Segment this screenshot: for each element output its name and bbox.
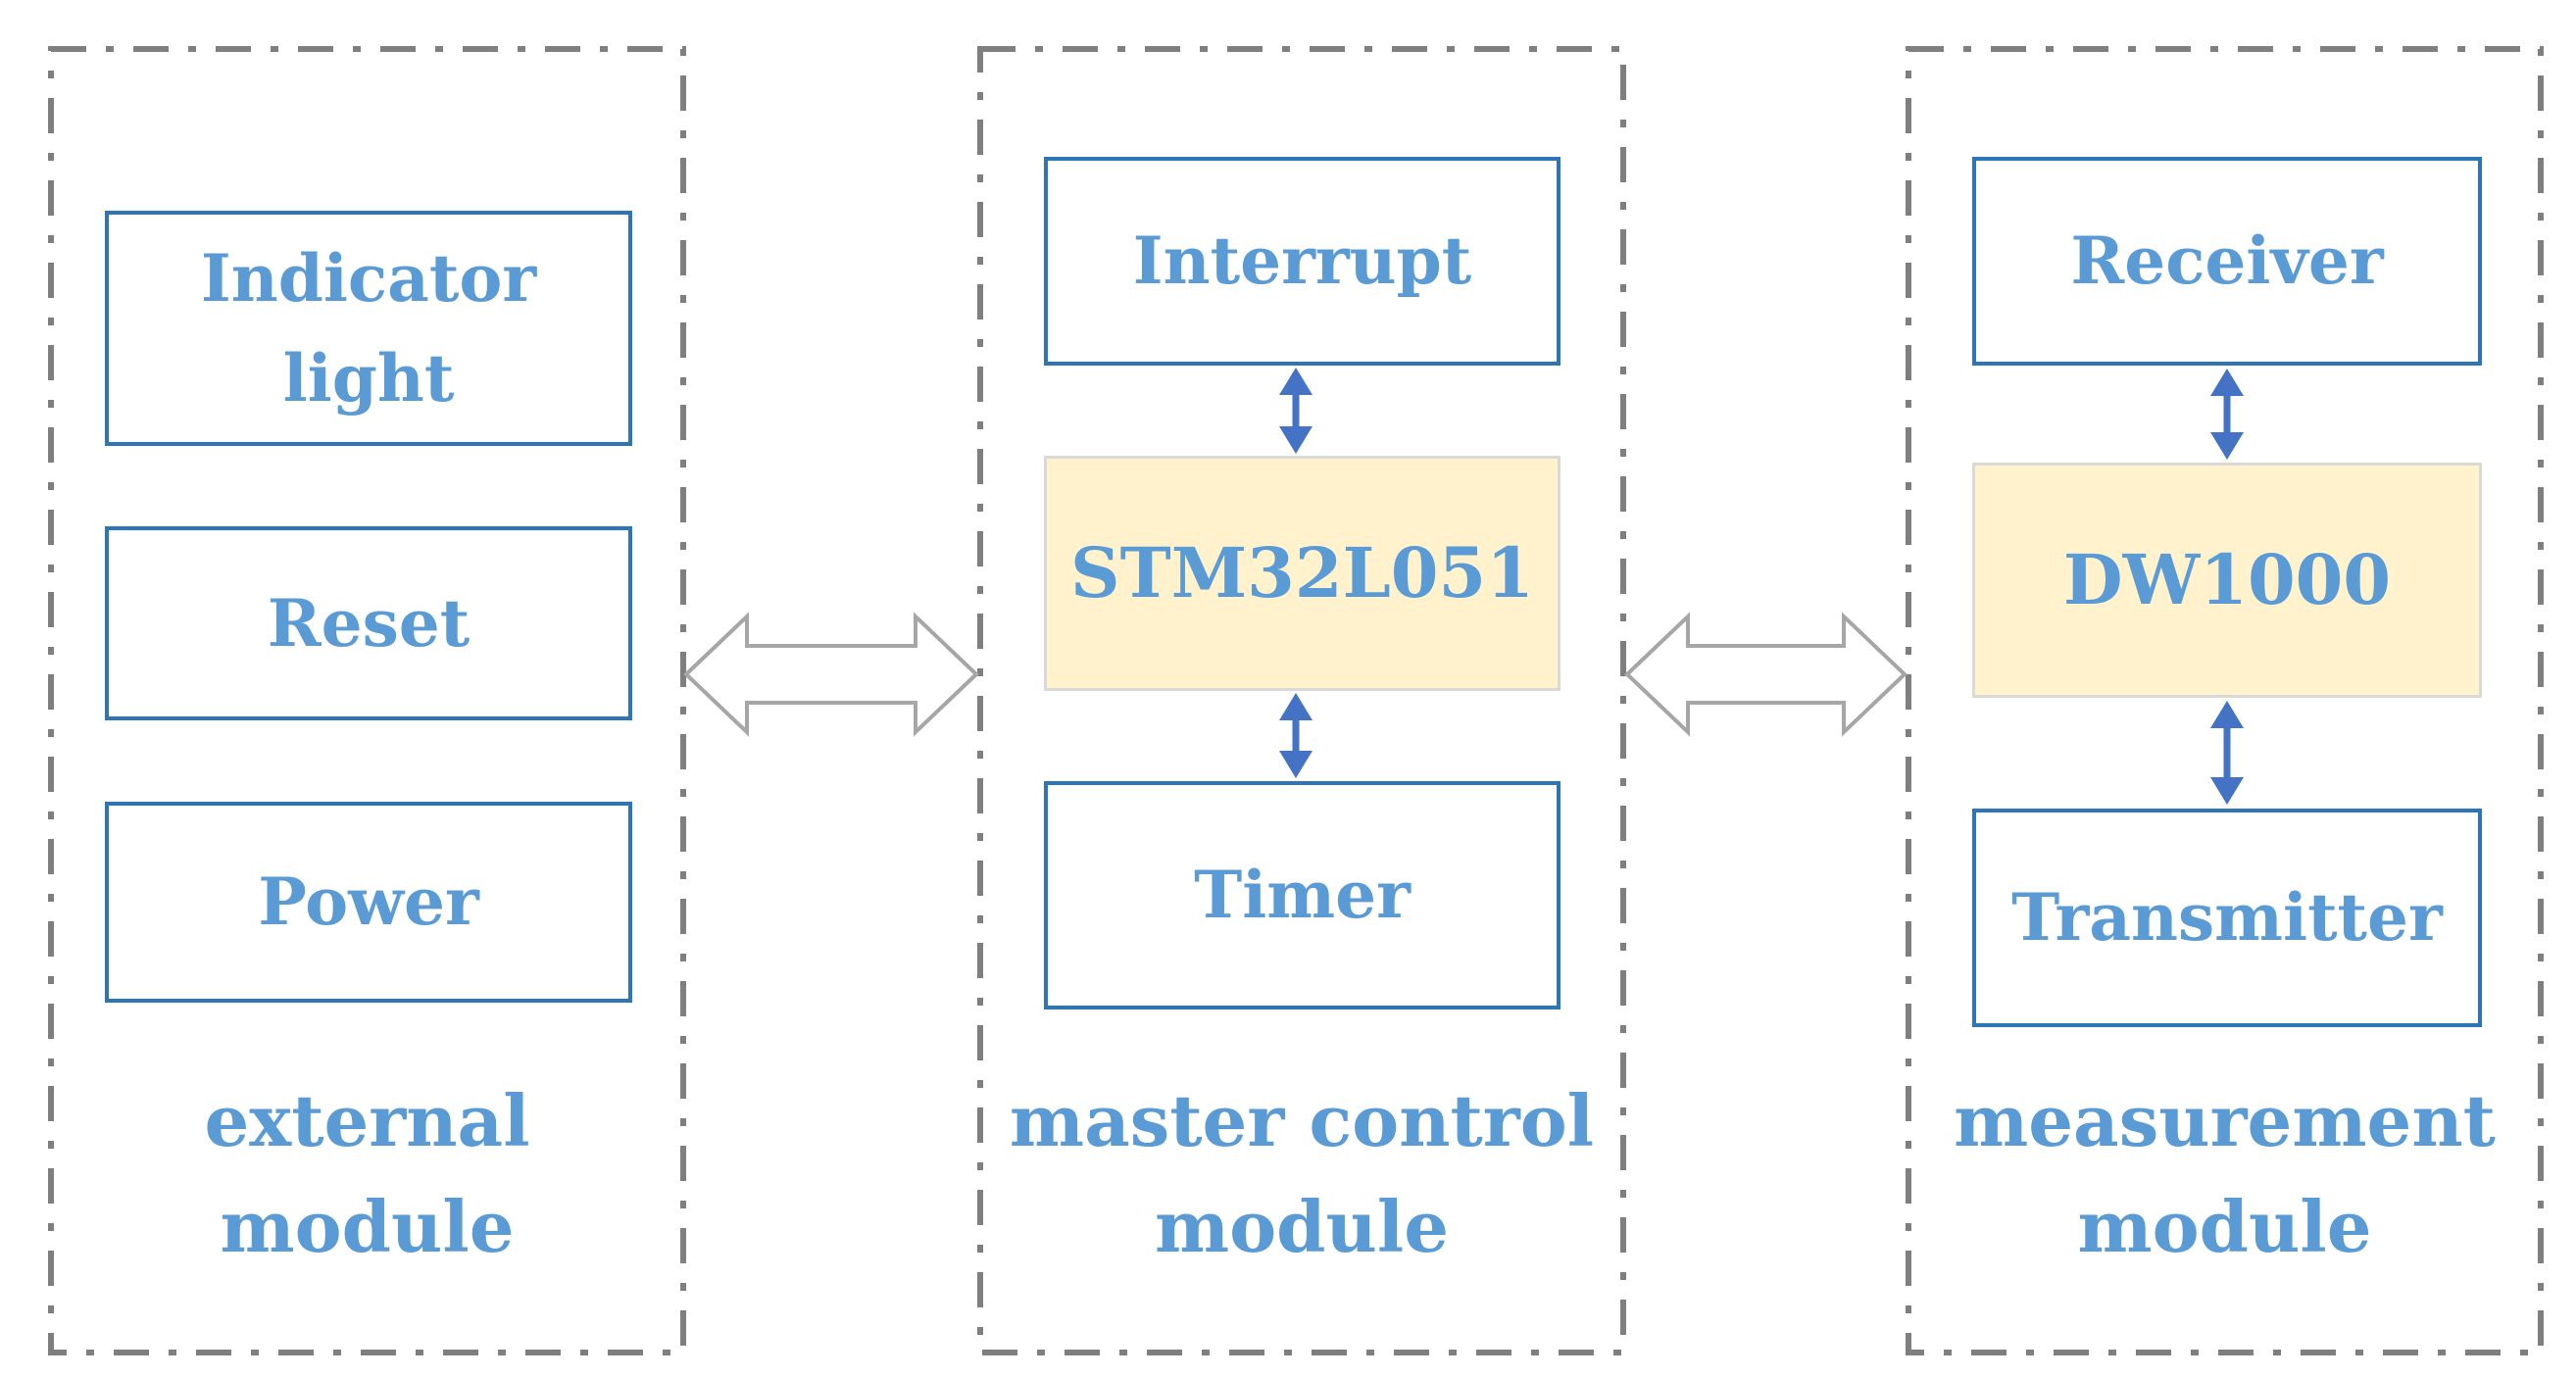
interrupt-box: Interrupt	[1044, 157, 1560, 366]
dw1000-label: DW1000	[2062, 538, 2392, 620]
measurement-module-border	[1906, 46, 2544, 1355]
measurement-module-label: measurement module	[1908, 1068, 2541, 1280]
master-control-module-label: master control module	[980, 1068, 1623, 1280]
reset-box: Reset	[105, 526, 632, 720]
indicator-light-label-line2: light	[282, 340, 455, 417]
external-module-label: external module	[51, 1068, 683, 1280]
external-module-label-line1: external	[204, 1079, 530, 1162]
receiver-label: Receiver	[2070, 222, 2384, 300]
stm32l051-label: STM32L051	[1070, 531, 1534, 614]
measurement-module-label-line2: module	[2077, 1185, 2372, 1268]
timer-label: Timer	[1194, 857, 1411, 934]
indicator-light-box: Indicator light	[105, 211, 632, 446]
stm32-timer-double-arrow-icon	[1279, 693, 1313, 778]
transmitter-label: Transmitter	[2011, 879, 2443, 957]
power-box: Power	[105, 802, 632, 1003]
master-control-module-label-line1: master control	[1009, 1079, 1595, 1162]
interrupt-label: Interrupt	[1132, 222, 1472, 300]
interrupt-stm32-double-arrow-icon	[1279, 368, 1313, 454]
dw1000-box: DW1000	[1972, 463, 2482, 698]
receiver-box: Receiver	[1972, 157, 2482, 366]
stm32l051-box: STM32L051	[1044, 456, 1560, 691]
middle-right-double-arrow-icon	[1624, 612, 1907, 737]
external-module-label-line2: module	[220, 1185, 515, 1268]
master-control-module-border	[977, 46, 1626, 1355]
left-middle-double-arrow-icon	[683, 612, 979, 737]
reset-label: Reset	[267, 584, 471, 662]
dw1000-transmitter-double-arrow-icon	[2210, 701, 2244, 805]
transmitter-box: Transmitter	[1972, 809, 2482, 1027]
external-module-border	[48, 46, 686, 1355]
indicator-light-label-line1: Indicator	[200, 239, 537, 317]
master-control-module-label-line2: module	[1154, 1185, 1450, 1268]
power-label: Power	[258, 863, 479, 941]
timer-box: Timer	[1044, 781, 1560, 1009]
measurement-module-label-line1: measurement	[1954, 1079, 2496, 1162]
receiver-dw1000-double-arrow-icon	[2210, 369, 2244, 460]
